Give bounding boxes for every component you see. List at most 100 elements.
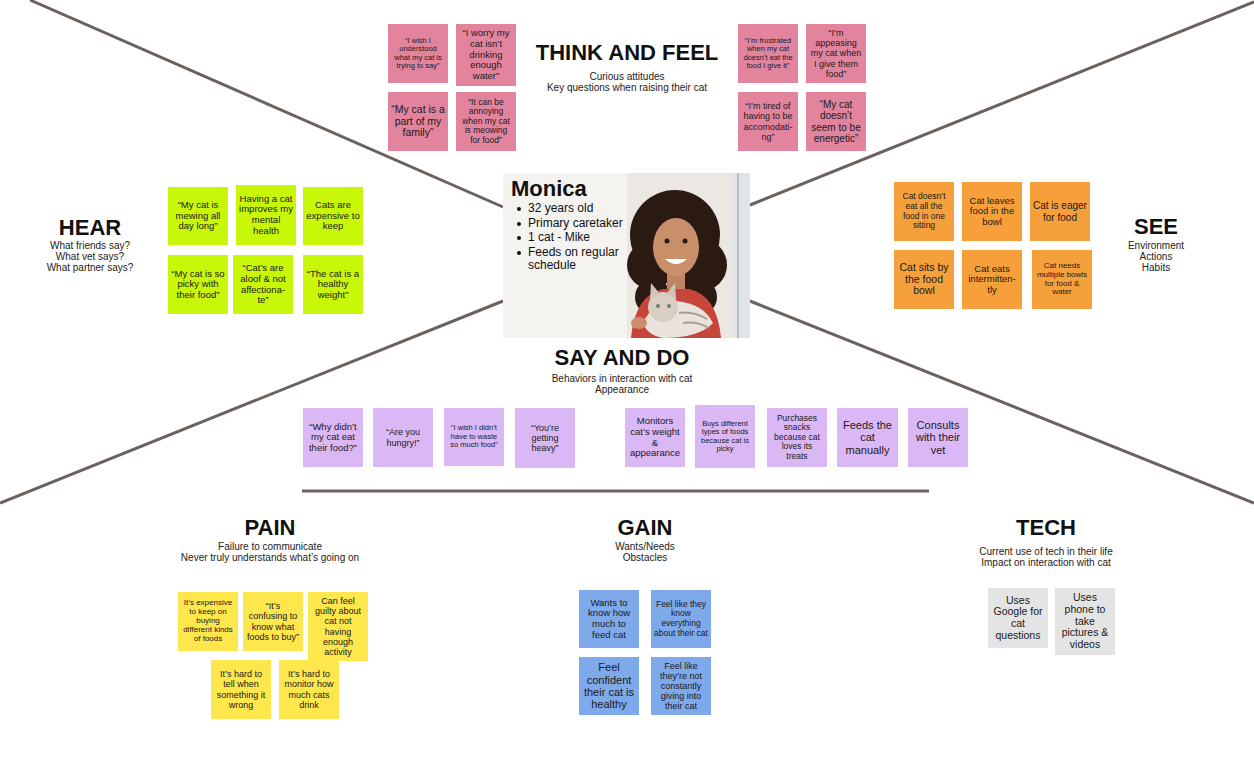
sticky-note: Feel like they know everything about the…	[651, 590, 711, 648]
note-text: “Cat’s are aloof & not affectiona-te”	[236, 263, 290, 306]
section-subtitle: Appearance	[595, 384, 649, 396]
persona-fact: Primary caretaker	[528, 217, 624, 231]
note-text: Cat is eager for food	[1033, 200, 1087, 222]
section-heading: GAIN	[618, 516, 673, 540]
sticky-note: “I’m tired of having to be accomodati-ng…	[738, 92, 798, 151]
section-subtitle: Never truly understands what’s going on	[181, 552, 359, 564]
sticky-note: “I’m appeasing my cat when I give them f…	[806, 24, 866, 83]
bullet-row: Primary caretaker	[517, 217, 742, 231]
section-subtitle: Actions	[1140, 251, 1173, 263]
section-subtitle: Key questions when raising their cat	[547, 82, 707, 94]
sticky-note: Feel confident their cat is healthy	[579, 657, 639, 715]
section-heading: THINK AND FEEL	[536, 41, 719, 65]
note-text: Cat sits by the food bowl	[897, 262, 951, 297]
note-text: “My cat is mewing all day long”	[171, 200, 225, 232]
note-text: It’s hard to monitor how much cats drink	[282, 669, 336, 709]
note-text: “Why didn’t my cat eat their food?”	[306, 422, 360, 454]
sticky-note: “I worry my cat isn’t drinking enough wa…	[456, 24, 516, 86]
note-text: “You’re getting heavy”	[518, 423, 572, 453]
note-text: Cat needs multiple bowls for food & wate…	[1035, 262, 1089, 298]
note-text: “My cat doesn’t seem to be energetic”	[809, 99, 863, 144]
sticky-note: Purchases snacks because cat loves its t…	[767, 408, 827, 467]
note-text: “I’m tired of having to be accomodati-ng…	[741, 101, 795, 141]
sticky-note: “Cat’s are aloof & not affectiona-te”	[233, 255, 293, 314]
note-text: Feeds the cat manually	[840, 419, 895, 456]
sticky-note: Cat is eager for food	[1030, 182, 1090, 241]
note-text: Uses phone to take pictures & videos	[1058, 592, 1112, 651]
note-text: Uses Google for cat questions	[991, 595, 1045, 642]
note-text: “It’s confusing to know what foods to bu…	[246, 601, 300, 641]
sticky-note: It’s hard to tell when something it wron…	[211, 660, 271, 719]
section-heading: SEE	[1134, 215, 1178, 239]
note-text: “I wish I understood what my cat is tryi…	[391, 37, 445, 71]
persona-card: Monica32 years oldPrimary caretaker1 cat…	[503, 173, 750, 338]
sticky-note: Having a cat improves my mental health	[236, 185, 296, 245]
section-subtitle: What partner says?	[47, 262, 134, 274]
note-text: Feel like they know everything about the…	[654, 600, 708, 638]
note-text: Cat leaves food in the bowl	[965, 196, 1019, 228]
sticky-note: Cat sits by the food bowl	[894, 250, 954, 309]
note-text: Monitors cat’s weight & appearance	[628, 416, 682, 459]
sticky-note: Consults with their vet	[908, 408, 968, 467]
sticky-note: Wants to know how much to feed cat	[579, 590, 639, 648]
sticky-note: It’s expensive to keep on buying differe…	[178, 592, 238, 651]
bullet-dot	[517, 251, 521, 255]
section-subtitle: Obstacles	[623, 552, 667, 564]
bullet-row: 1 cat - Mike	[517, 231, 742, 245]
note-text: Purchases snacks because cat loves its t…	[770, 414, 824, 462]
sticky-note: “My cat doesn’t seem to be energetic”	[806, 92, 866, 151]
note-text: Can feel guilty about cat not having eno…	[311, 596, 365, 656]
sticky-note: It’s hard to monitor how much cats drink	[279, 660, 339, 719]
sticky-note: Monitors cat’s weight & appearance	[625, 408, 685, 467]
note-text: Cat doesn’t eat all the food in one sitt…	[897, 192, 951, 230]
sticky-note: “The cat is a healthy weight”	[303, 255, 363, 314]
note-text: “I’m frustrated when my cat doesn’t eat …	[741, 37, 795, 71]
sticky-note: “My cat is mewing all day long”	[168, 187, 228, 245]
note-text: Cat eats intermitten-tly	[965, 264, 1019, 296]
section-subtitle: Impact on interaction with cat	[981, 557, 1111, 569]
note-text: “I’m appeasing my cat when I give them f…	[809, 28, 863, 78]
bullet-row: Feeds on regular schedule	[517, 246, 742, 273]
sticky-note: “Are you hungry!”	[373, 408, 433, 467]
sticky-note: “My cat is a part of my family”	[388, 92, 448, 151]
note-text: “My cat is a part of my family”	[391, 104, 445, 139]
sticky-note: Uses phone to take pictures & videos	[1055, 588, 1115, 655]
sticky-note: “I wish I understood what my cat is tryi…	[388, 24, 448, 83]
bullet-dot	[517, 222, 521, 226]
note-text: “I worry my cat isn’t drinking enough wa…	[459, 28, 513, 81]
persona-fact: 32 years old	[528, 202, 624, 216]
section-subtitle: Behaviors in interaction with cat	[552, 373, 693, 385]
sticky-note: Cats are expensive to keep	[303, 187, 363, 245]
persona-fact: Feeds on regular schedule	[528, 246, 624, 273]
note-text: It’s expensive to keep on buying differe…	[181, 599, 235, 644]
section-subtitle: Curious attitudes	[589, 71, 664, 83]
note-text: Feel confident their cat is healthy	[582, 661, 636, 710]
section-heading: SAY AND DO	[555, 346, 690, 370]
sticky-note: Cat leaves food in the bowl	[962, 182, 1022, 241]
bullet-dot	[517, 236, 521, 240]
section-subtitle: Environment	[1128, 240, 1184, 252]
sticky-note: Cat doesn’t eat all the food in one sitt…	[894, 182, 954, 241]
bullet-row: 32 years old	[517, 202, 742, 216]
section-heading: PAIN	[245, 516, 296, 540]
note-text: Wants to know how much to feed cat	[582, 598, 636, 641]
note-text: “The cat is a healthy weight”	[306, 269, 360, 301]
section-subtitle: What friends say?	[50, 240, 130, 252]
note-text: Having a cat improves my mental health	[239, 194, 293, 237]
persona-fact: 1 cat - Mike	[528, 231, 624, 245]
sticky-note: “I wish I didn’t have to waste so much f…	[444, 408, 504, 466]
note-text: “It can be annoying when my cat is meowi…	[459, 98, 513, 146]
sticky-note: Cat eats intermitten-tly	[962, 250, 1022, 309]
sticky-note: “My cat is so picky with their food”	[168, 255, 228, 314]
note-text: “I wish I didn’t have to waste so much f…	[447, 424, 501, 449]
sticky-note: “You’re getting heavy”	[515, 408, 575, 468]
section-subtitle: What vet says?	[56, 251, 124, 263]
section-heading: HEAR	[59, 216, 121, 240]
persona-name: Monica	[511, 177, 742, 201]
note-text: Cats are expensive to keep	[306, 200, 360, 232]
note-text: It’s hard to tell when something it wron…	[214, 669, 268, 709]
sticky-note: Feel like they’re not constantly giving …	[651, 657, 711, 715]
sticky-note: Buys different types of foods because ca…	[695, 405, 755, 468]
note-text: “My cat is so picky with their food”	[171, 269, 225, 301]
